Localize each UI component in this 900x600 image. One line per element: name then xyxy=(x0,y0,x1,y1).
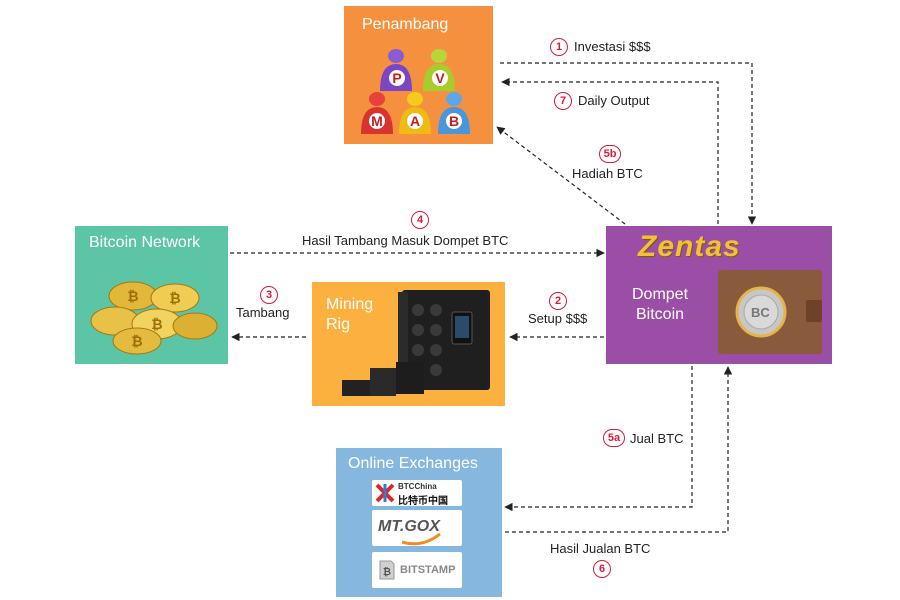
arrow-hadiah-btc xyxy=(496,126,626,225)
penambang-title: Penambang xyxy=(362,16,449,33)
svg-text:₿: ₿ xyxy=(131,334,142,350)
miner-letter-v: V xyxy=(432,70,448,86)
arrow-daily-output xyxy=(501,77,719,224)
bitcoin-network-box: Bitcoin Network ₿ ₿ ₿ ₿ xyxy=(75,226,228,364)
btcchina-text-cn: 比特币中国 xyxy=(398,496,448,507)
mtgox-text: MT.GOX xyxy=(378,518,440,535)
btcchina-text: BTCChina xyxy=(398,482,437,491)
miner-letter-b: B xyxy=(446,113,462,129)
bitcoin-network-title: Bitcoin Network xyxy=(89,234,201,251)
dompet-title-line2: Bitcoin xyxy=(636,306,685,323)
svg-text:₿: ₿ xyxy=(151,317,162,333)
btcchina-icon xyxy=(375,483,395,503)
badge-7: 7 xyxy=(554,92,572,110)
bitstamp-text: BITSTAMP xyxy=(400,564,456,576)
label-daily-output: Daily Output xyxy=(578,93,650,108)
dompet-title-line1: Dompet xyxy=(632,286,689,303)
svg-text:₿: ₿ xyxy=(383,566,391,578)
miner-letter-a: A xyxy=(407,113,423,129)
arrow-investasi xyxy=(500,62,757,225)
label-hasil-tambang: Hasil Tambang Masuk Dompet BTC xyxy=(302,233,509,248)
badge-2: 2 xyxy=(549,292,567,310)
mining-rig-title-line1: Mining xyxy=(326,296,374,313)
mining-rig-icon xyxy=(342,290,490,396)
arrow-jual-btc xyxy=(504,366,693,512)
label-hadiah-btc: Hadiah BTC xyxy=(572,166,643,181)
bitstamp-logo: ₿ BITSTAMP xyxy=(372,552,462,588)
btcchina-logo: BTCChina 比特币中国 xyxy=(372,480,462,507)
online-exchanges-title: Online Exchanges xyxy=(348,455,478,472)
mtgox-logo: MT.GOX xyxy=(372,510,462,546)
label-investasi: Investasi $$$ xyxy=(574,39,651,54)
svg-text:₿: ₿ xyxy=(127,289,138,305)
badge-5b: 5b xyxy=(599,145,621,163)
svg-text:₿: ₿ xyxy=(169,291,180,307)
wallet-coin-label: BC xyxy=(751,305,770,320)
badge-1: 1 xyxy=(550,38,568,56)
badge-6: 6 xyxy=(593,560,611,578)
miner-letter-p: P xyxy=(389,70,405,86)
bitstamp-icon: ₿ xyxy=(379,560,395,580)
wallet-icon xyxy=(718,270,822,354)
badge-5a: 5a xyxy=(603,429,625,447)
label-jual-btc: Jual BTC xyxy=(630,431,684,446)
dompet-bitcoin-box: Zentas Dompet Bitcoin BC xyxy=(606,226,832,364)
miner-letter-m: M xyxy=(369,113,385,129)
penambang-box: Penambang P V M A B xyxy=(344,6,493,144)
online-exchanges-box: Online Exchanges BTCChina 比特币中国 MT.GOX ₿… xyxy=(336,448,502,597)
label-hasil-jualan: Hasil Jualan BTC xyxy=(550,541,651,556)
mining-rig-title-line2: Rig xyxy=(326,316,351,333)
mining-rig-box: Mining Rig xyxy=(312,282,505,406)
badge-3: 3 xyxy=(260,286,278,304)
bitcoin-coins-icon: ₿ ₿ ₿ ₿ xyxy=(90,281,218,355)
badge-4: 4 xyxy=(411,211,429,229)
zentas-logo: Zentas xyxy=(638,230,741,263)
mtgox-swoosh-icon xyxy=(402,532,441,546)
arrow-hasil-jualan xyxy=(505,366,733,533)
label-setup: Setup $$$ xyxy=(528,311,588,326)
label-tambang: Tambang xyxy=(236,305,290,320)
